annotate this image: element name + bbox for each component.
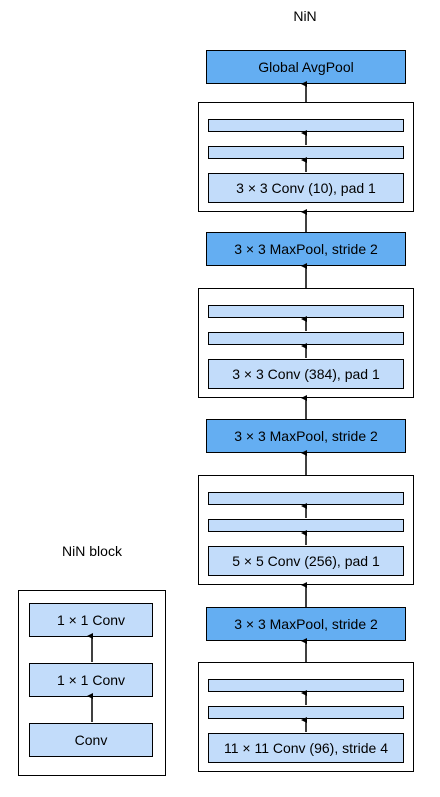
- nin-block-middle-conv: 1 × 1 Conv: [29, 663, 153, 697]
- nin-block-1-conv: 11 × 11 Conv (96), stride 4: [208, 733, 404, 763]
- nin-block-4-conv: 3 × 3 Conv (10), pad 1: [208, 173, 404, 203]
- global-avgpool-layer: Global AvgPool: [206, 50, 406, 84]
- maxpool-layer-2: 3 × 3 MaxPool, stride 2: [206, 419, 406, 453]
- nin-block-3-conv: 3 × 3 Conv (384), pad 1: [208, 359, 404, 389]
- nin-block-4: 3 × 3 Conv (10), pad 1: [198, 102, 414, 212]
- nin-block-title: NiN block: [62, 543, 122, 559]
- nin-title: NiN: [293, 8, 317, 24]
- nin-block-bottom-conv: Conv: [29, 723, 153, 757]
- nin-block-top-conv: 1 × 1 Conv: [29, 603, 153, 637]
- maxpool-layer-1: 3 × 3 MaxPool, stride 2: [206, 607, 406, 641]
- nin-block-2-conv: 5 × 5 Conv (256), pad 1: [208, 546, 404, 576]
- maxpool-layer-3: 3 × 3 MaxPool, stride 2: [206, 232, 406, 266]
- nin-block-detail: 1 × 1 Conv 1 × 1 Conv Conv: [18, 590, 166, 776]
